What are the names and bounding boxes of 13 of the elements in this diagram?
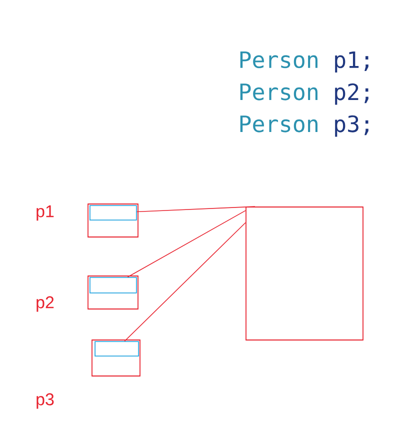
code-line: Person p1; [240,51,368,73]
variable-label: p2 [36,296,54,312]
variable-label: p3 [36,393,54,409]
reference-field [90,205,137,220]
reference-field [94,341,139,356]
variable-box [88,204,138,238]
object-box [246,206,364,340]
variable-box [92,340,140,376]
code-line: Person p3; [240,115,368,137]
code-line: Person p2; [240,83,368,105]
variable-label: p1 [36,205,54,221]
variable-box [88,276,138,310]
reference-field [90,277,137,294]
